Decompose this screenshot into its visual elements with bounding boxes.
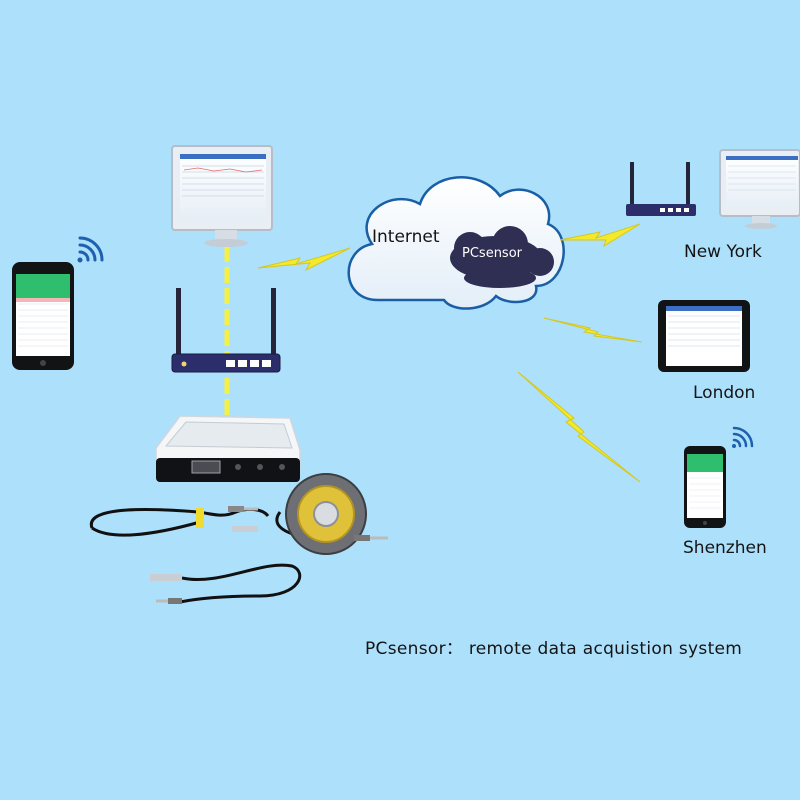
newyork-router (626, 162, 696, 216)
location-label-new-york: New York (684, 242, 762, 262)
desktop-monitor (171, 145, 273, 247)
temperature-probe-cable-2 (150, 563, 302, 604)
shenzhen-wifi-signal-icon (732, 426, 754, 448)
wireless-link-newyork (559, 223, 641, 248)
wireless-link-left (257, 247, 351, 272)
cloud-brand-label: PCsensor (462, 246, 522, 261)
wireless-link-shenzhen (517, 371, 641, 483)
wireless-link-london (543, 317, 643, 343)
wifi-router (171, 288, 281, 373)
newyork-monitor (719, 149, 800, 229)
wifi-signal-icon (77, 236, 104, 263)
shenzhen-smartphone (684, 446, 726, 528)
location-label-shenzhen: Shenzhen (683, 538, 767, 558)
internet-cloud (347, 176, 565, 310)
round-sensor-probe (275, 473, 388, 555)
diagram-caption: PCsensor： remote data acquistion system (365, 639, 743, 659)
smartphone-left (12, 262, 74, 370)
cloud-internet-label: Internet (372, 227, 440, 247)
temperature-probe-cable-1 (89, 506, 270, 537)
location-label-london: London (693, 383, 756, 403)
london-tablet (658, 300, 750, 372)
data-logger-device (155, 415, 301, 482)
pcsensor-badge (450, 226, 554, 288)
